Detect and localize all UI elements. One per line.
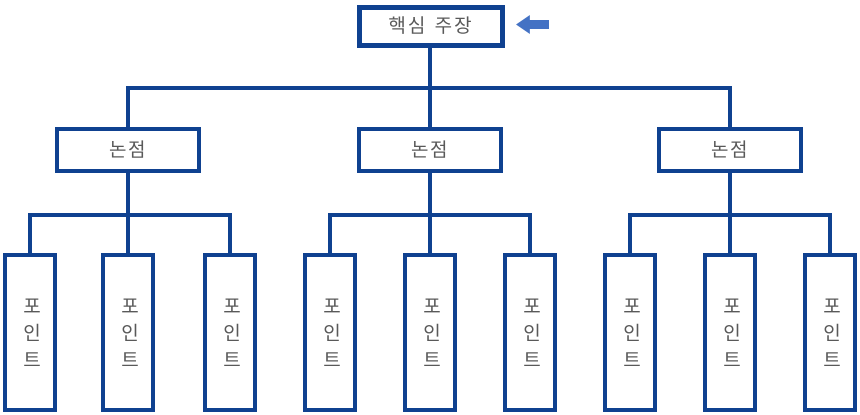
point-node-8: 포인트 [703,253,757,412]
point-node-label: 포인트 [719,296,741,377]
point-node-3: 포인트 [203,253,257,412]
point-node-label: 포인트 [319,296,341,377]
branch-node-1: 논점 [55,127,201,173]
point-node-7: 포인트 [603,253,657,412]
branch-node-2: 논점 [357,127,503,173]
point-node-6: 포인트 [503,253,557,412]
branch-node-label: 논점 [109,139,147,161]
point-node-4: 포인트 [303,253,357,412]
branch-node-3: 논점 [657,127,803,173]
branch-node-label: 논점 [711,139,749,161]
point-node-label: 포인트 [519,296,541,377]
point-node-5: 포인트 [403,253,457,412]
point-node-9: 포인트 [803,253,857,412]
point-node-1: 포인트 [3,253,57,412]
point-node-2: 포인트 [101,253,155,412]
root-node-core-claim: 핵심 주장 [357,5,505,48]
point-node-label: 포인트 [219,296,241,377]
point-node-label: 포인트 [419,296,441,377]
root-node-label: 핵심 주장 [388,16,474,37]
point-node-label: 포인트 [819,296,841,377]
branch-node-label: 논점 [411,139,449,161]
point-node-label: 포인트 [19,296,41,377]
point-node-label: 포인트 [619,296,641,377]
point-node-label: 포인트 [117,296,139,377]
